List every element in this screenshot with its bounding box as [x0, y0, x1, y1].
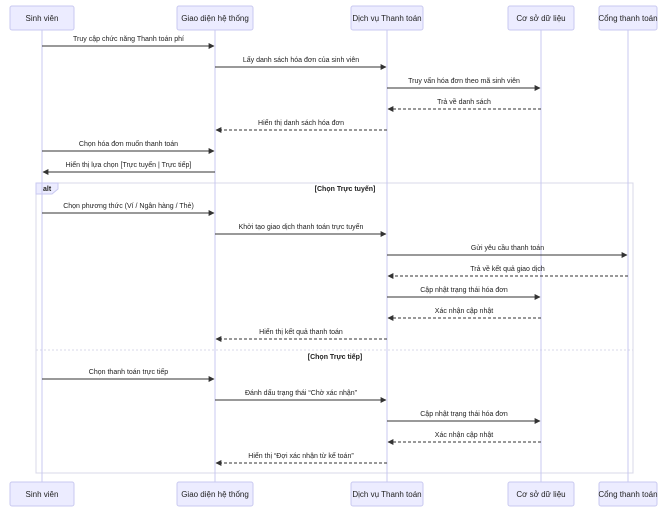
- actor-box-ui-bottom: [176, 481, 254, 507]
- actor-label-sv-bottom: Sinh viên: [26, 490, 59, 499]
- message-label-5: Hiển thị danh sách hóa đơn: [258, 119, 344, 127]
- actor-box-pay-bottom: [350, 481, 424, 507]
- actor-box-gw-bottom: [598, 481, 658, 507]
- actor-label-gw-top: Cổng thanh toán: [598, 14, 657, 23]
- message-label-4: Trả về danh sách: [437, 97, 491, 106]
- message-label-14: Hiển thị kết quả thanh toán: [259, 327, 343, 336]
- actor-label-sv-top: Sinh viên: [26, 14, 59, 23]
- message-label-6: Chọn hóa đơn muốn thanh toán: [79, 139, 178, 148]
- actor-label-pay-bottom: Dịch vụ Thanh toán: [352, 490, 421, 499]
- actor-label-db-bottom: Cơ sở dữ liệu: [516, 490, 565, 499]
- message-label-3: Truy vấn hóa đơn theo mã sinh viên: [408, 76, 520, 85]
- actor-box-sv-bottom: [9, 481, 75, 507]
- actor-label-pay-top: Dịch vụ Thanh toán: [352, 14, 421, 23]
- message-label-18: Xác nhận cập nhật: [435, 432, 493, 439]
- message-label-2: Lấy danh sách hóa đơn của sinh viên: [243, 55, 359, 64]
- message-label-10: Gửi yêu cầu thanh toán: [471, 243, 544, 252]
- message-label-7: Hiển thị lựa chọn [Trực tuyến | Trực tiế…: [66, 160, 192, 169]
- actor-label-gw-bottom: Cổng thanh toán: [598, 490, 657, 499]
- actor-label-ui-top: Giao diện hệ thống: [181, 14, 249, 23]
- actor-label-ui-bottom: Giao diện hệ thống: [181, 490, 249, 499]
- message-label-19: Hiển thị “Đợi xác nhận từ kế toán”: [248, 451, 354, 460]
- message-label-15: Chọn thanh toán trực tiếp: [89, 367, 169, 376]
- actor-box-gw-top: [598, 5, 658, 31]
- actor-label-db-top: Cơ sở dữ liệu: [516, 14, 565, 23]
- message-label-13: Xác nhận cập nhật: [435, 308, 493, 315]
- message-label-1: Truy cập chức năng Thanh toán phí: [73, 36, 184, 43]
- actor-box-ui-top: [176, 5, 254, 31]
- actor-box-pay-top: [350, 5, 424, 31]
- actor-box-sv-top: [9, 5, 75, 31]
- message-label-11: Trả về kết quả giao dịch: [470, 264, 545, 273]
- message-label-12: Cập nhật trạng thái hóa đơn: [420, 287, 508, 294]
- actor-box-db-top: [507, 5, 575, 31]
- alt-condition-direct: [Chọn Trực tiếp]: [308, 353, 362, 361]
- actor-box-db-bottom: [507, 481, 575, 507]
- alt-condition-online: [Chọn Trực tuyến]: [315, 185, 376, 193]
- message-label-9: Khởi tạo giao dịch thanh toán trực tuyến: [239, 222, 364, 231]
- message-label-16: Đánh dấu trạng thái “Chờ xác nhận”: [245, 388, 358, 397]
- message-label-8: Chọn phương thức (Ví / Ngân hàng / Thẻ): [63, 203, 194, 210]
- alt-label: alt: [43, 186, 52, 193]
- message-label-17: Cập nhật trạng thái hóa đơn: [420, 411, 508, 418]
- alt-frame: [35, 182, 634, 474]
